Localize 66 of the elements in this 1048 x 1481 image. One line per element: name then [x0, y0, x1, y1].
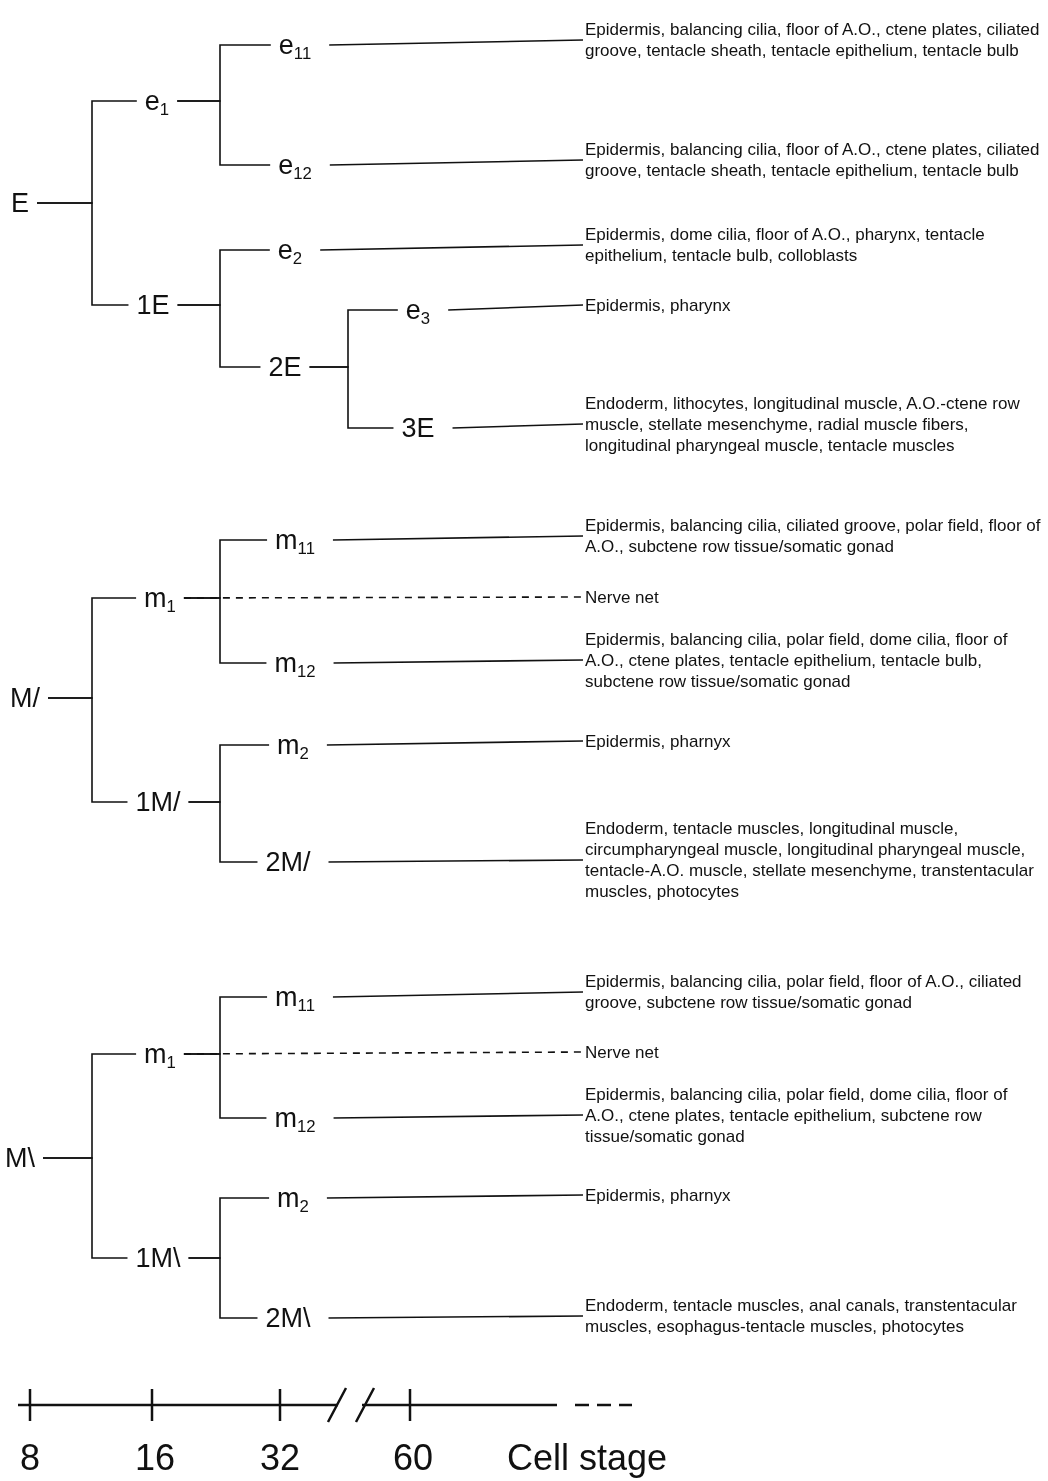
lineage-line: [327, 1315, 584, 1319]
axis-label: 32: [260, 1440, 300, 1476]
fate-text: Epidermis, balancing cilia, polar field, dome cilia, floor of A.O., ctene plates, tentacle epithelium, tentacle bulb, subctene row tissue/somatic gonad: [585, 628, 1043, 692]
cell-label: 2M\: [265, 1304, 311, 1332]
lineage-line: [327, 859, 584, 863]
lineage-line: [308, 366, 395, 429]
axis-label: 16: [135, 1440, 175, 1476]
fate-text: Endoderm, tentacle muscles, anal canals, transtentacular muscles, esophagus-tentacle muscles, photocytes: [585, 1295, 1043, 1337]
lineage-line: [176, 100, 271, 166]
lineage-line: [187, 1257, 259, 1319]
lineage-line: [326, 1194, 584, 1199]
fate-text: Endoderm, lithocytes, longitudinal muscle, A.O.-ctene row muscle, stellate mesenchyme, radial muscle fibers, longitudinal pharyngeal muscle, tentacle muscles: [585, 392, 1043, 456]
lineage-line: [332, 535, 584, 541]
cell-label: 2M/: [265, 848, 311, 876]
cell-label: m$_{2}$: [277, 1184, 309, 1212]
lineage-line: [332, 991, 584, 998]
fate-text: Epidermis, balancing cilia, floor of A.O., ctene plates, ciliated groove, tentacle sheath, tentacle epithelium, tentacle bulb: [585, 19, 1043, 61]
cell-label: m$_{12}$: [274, 649, 316, 677]
cell-label: M/: [10, 684, 40, 712]
lineage-line: [319, 244, 584, 251]
cell-label: e$_{1}$: [144, 87, 170, 115]
fate-text: Nerve net: [585, 586, 1043, 608]
lineage-line: [332, 1114, 584, 1119]
fate-text: Epidermis, pharnyx: [585, 730, 1043, 752]
cell-label: e$_{3}$: [405, 296, 431, 324]
lineage-line: [187, 801, 259, 863]
fate-text: Endoderm, tentacle muscles, longitudinal muscle, circumpharyngeal muscle, longitudinal pharyngeal muscle, tentacle-A.O. muscle, stellate mesenchyme, transtentacular muscles, photocytes: [585, 818, 1043, 902]
cell-label: 3E: [401, 414, 435, 442]
cell-label: e$_{12}$: [278, 151, 312, 179]
fate-text: Epidermis, balancing cilia, ciliated groove, polar field, floor of A.O., subctene row tissue/somatic gonad: [585, 515, 1043, 557]
cell-label: m$_{1}$: [144, 584, 176, 612]
lineage-line: [183, 1053, 268, 1119]
cell-label: E: [11, 189, 29, 217]
cell-label: e$_{2}$: [277, 236, 303, 264]
cell-label: M\: [5, 1144, 35, 1172]
lineage-line: [47, 697, 129, 803]
axis-label: Cell stage: [506, 1440, 668, 1476]
cell-label: 1E: [136, 291, 170, 319]
lineage-line: [183, 597, 268, 664]
lineage-line: [328, 39, 584, 46]
fate-text: Nerve net: [585, 1041, 1043, 1063]
cell-label: e$_{11}$: [278, 31, 312, 59]
lineage-line: [326, 740, 584, 746]
lineage-line: [36, 202, 130, 306]
cell-label: m$_{1}$: [144, 1040, 176, 1068]
cell-label: m$_{11}$: [275, 526, 315, 554]
cell-label: m$_{11}$: [275, 983, 315, 1011]
fate-text: Epidermis, balancing cilia, floor of A.O., ctene plates, ciliated groove, tentacle sheath, tentacle epithelium, tentacle bulb: [585, 139, 1043, 181]
axis-label: 60: [393, 1440, 433, 1476]
lineage-line: [42, 1157, 129, 1259]
fate-text: Epidermis, pharynx: [585, 294, 1043, 316]
fate-text: Epidermis, balancing cilia, polar field, floor of A.O., ciliated groove, subctene row tissue/somatic gonad: [585, 971, 1043, 1013]
fate-text: Epidermis, balancing cilia, polar field, dome cilia, floor of A.O., ctene plates, tentacle epithelium, subctene row tissue/somatic gonad: [585, 1083, 1043, 1147]
lineage-line: [329, 159, 584, 166]
lineage-line: [176, 304, 262, 368]
cell-label: 1M\: [135, 1244, 181, 1272]
cell-label: m$_{12}$: [274, 1104, 316, 1132]
cell-label: m$_{2}$: [277, 731, 309, 759]
fate-text: Epidermis, dome cilia, floor of A.O., pharynx, tentacle epithelium, tentacle bulb, colloblasts: [585, 224, 1043, 266]
axis-label: 8: [20, 1440, 40, 1476]
lineage-line: [451, 423, 584, 429]
cell-label: 2E: [268, 353, 302, 381]
lineage-line: [332, 659, 584, 664]
cell-label: 1M/: [135, 788, 181, 816]
lineage-line: [447, 304, 584, 311]
fate-text: Epidermis, pharnyx: [585, 1184, 1043, 1206]
